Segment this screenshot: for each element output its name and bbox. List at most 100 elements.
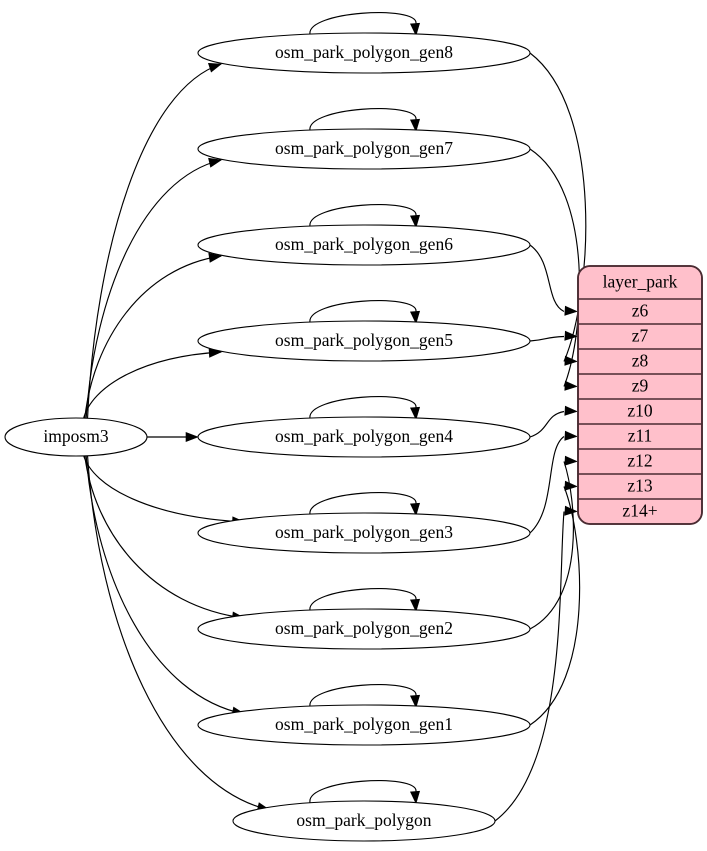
nodes-layer: imposm3 osm_park_polygon_gen8 osm_park_pol…: [4, 32, 531, 842]
self-loop-edge-gen2: [309, 588, 417, 611]
layer-park-table-header: layer_park: [603, 272, 678, 292]
self-loop-arrow-gen5: [410, 310, 421, 325]
node-base-shape: [232, 800, 496, 842]
node-gen2-shape: [197, 608, 531, 650]
arrow-gen3-z11: [564, 430, 578, 441]
node-gen7[interactable]: osm_park_polygon_gen7: [197, 128, 531, 170]
node-gen7-label: osm_park_polygon_gen7: [275, 138, 453, 158]
edge-base-z14+: [494, 511, 565, 822]
table-row-z10[interactable]: z10: [578, 398, 702, 421]
edge-gen3-z11: [529, 436, 565, 534]
table-row-label-z13: z13: [627, 476, 653, 496]
node-imposm3-label: imposm3: [43, 426, 108, 446]
self-loop-edge-gen6: [309, 204, 417, 227]
edge-gen8-z8: [529, 52, 587, 362]
node-gen3-label: osm_park_polygon_gen3: [275, 522, 453, 542]
node-gen4[interactable]: osm_park_polygon_gen4: [197, 416, 531, 458]
table-row-label-z6: z6: [632, 301, 649, 321]
table-row-label-z7: z7: [632, 326, 649, 346]
node-gen2[interactable]: osm_park_polygon_gen2: [197, 608, 531, 650]
table-row-z8[interactable]: z8: [578, 348, 702, 371]
edge-imposm3-gen8: [86, 63, 222, 420]
self-loop-edge-gen5: [309, 300, 417, 323]
self-loop-edge-gen3: [309, 492, 417, 515]
table-row-label-z11: z11: [628, 426, 653, 446]
node-gen4-shape: [197, 416, 531, 458]
edge-imposm3-gen7: [85, 159, 222, 420]
table-row-label-z10: z10: [627, 401, 653, 421]
node-gen2-label: osm_park_polygon_gen2: [275, 618, 453, 638]
node-gen1-shape: [197, 704, 531, 746]
edge-imposm3-gen1: [85, 454, 245, 715]
self-loop-arrow-gen4: [410, 406, 421, 421]
table-row-z11[interactable]: z11: [578, 423, 702, 446]
edge-imposm3-gen6: [84, 255, 222, 420]
table-row-z14+[interactable]: z14+: [578, 498, 702, 521]
node-base-label: osm_park_polygon: [296, 810, 431, 830]
self-loop-edge-base: [309, 780, 417, 803]
arrow-imposm3-gen6: [208, 252, 223, 263]
table-row-z13[interactable]: z13: [578, 473, 702, 496]
edge-gen2-z12: [529, 461, 574, 630]
arrow-gen2-z12: [564, 455, 578, 466]
edge-gen5-z7: [529, 335, 565, 342]
self-loop-edge-gen1: [309, 684, 417, 707]
edge-gen6-z6: [529, 244, 565, 313]
edge-gen7-z9: [529, 148, 581, 387]
node-gen1[interactable]: osm_park_polygon_gen1: [197, 704, 531, 746]
arrow-gen6-z6: [564, 305, 578, 316]
node-gen6-shape: [197, 224, 531, 266]
node-gen1-label: osm_park_polygon_gen1: [275, 714, 453, 734]
node-gen5[interactable]: osm_park_polygon_gen5: [197, 320, 531, 362]
arrow-gen4-z10: [564, 405, 578, 416]
arrow-imposm3-gen8: [207, 62, 223, 73]
node-gen5-label: osm_park_polygon_gen5: [275, 330, 453, 350]
table-layer: layer_park z6 z7 z8 z9 z10 z11 z12 z13 z14+: [577, 265, 703, 525]
edge-imposm3-gen3: [82, 454, 245, 523]
table-row-z7[interactable]: z7: [578, 323, 702, 346]
node-gen4-label: osm_park_polygon_gen4: [275, 426, 453, 446]
node-gen5-shape: [197, 320, 531, 362]
table-row-z9[interactable]: z9: [578, 373, 702, 396]
self-loop-arrow-base: [410, 790, 421, 805]
table-row-label-z8: z8: [632, 351, 649, 371]
edge-gen4-z10: [529, 410, 565, 438]
self-loop-arrow-gen8: [410, 22, 421, 37]
table-outline: [577, 265, 703, 525]
arrow-base-z14+: [564, 505, 578, 516]
arrow-gen5-z7: [564, 330, 578, 341]
arrow-gen7-z9: [564, 380, 578, 391]
arrow-imposm3-gen7: [208, 157, 223, 168]
node-gen8-shape: [197, 32, 531, 74]
self-loop-edge-gen8: [309, 12, 417, 35]
node-gen7-shape: [197, 128, 531, 170]
node-gen6[interactable]: osm_park_polygon_gen6: [197, 224, 531, 266]
table-row-z12[interactable]: z12: [578, 448, 702, 471]
table-row-label-z14+: z14+: [622, 501, 657, 521]
edge-imposm3-gen2: [84, 454, 245, 619]
self-loop-arrow-gen6: [410, 214, 421, 229]
node-gen6-label: osm_park_polygon_gen6: [275, 234, 453, 254]
self-loop-arrow-gen7: [410, 118, 421, 133]
table-row-label-z9: z9: [632, 376, 649, 396]
node-gen3-shape: [197, 512, 531, 554]
arrow-imposm3-gen4: [185, 431, 199, 443]
node-gen8-label: osm_park_polygon_gen8: [275, 42, 453, 62]
self-loop-edge-gen4: [309, 396, 417, 419]
node-imposm3-shape: [4, 417, 148, 457]
node-gen8[interactable]: osm_park_polygon_gen8: [197, 32, 531, 74]
self-loop-arrow-gen3: [410, 502, 421, 517]
edges-layer: [82, 12, 587, 822]
node-base[interactable]: osm_park_polygon: [232, 800, 496, 842]
self-loop-arrow-gen2: [410, 598, 421, 613]
self-loop-arrow-gen1: [410, 694, 421, 709]
edge-imposm3-gen5: [82, 351, 222, 420]
self-loop-edge-gen7: [309, 108, 417, 131]
node-gen3[interactable]: osm_park_polygon_gen3: [197, 512, 531, 554]
table-row-label-z12: z12: [627, 451, 652, 471]
edge-imposm3-base: [86, 454, 270, 811]
node-imposm3[interactable]: imposm3: [4, 417, 148, 457]
table-row-z6[interactable]: z6: [632, 301, 649, 321]
